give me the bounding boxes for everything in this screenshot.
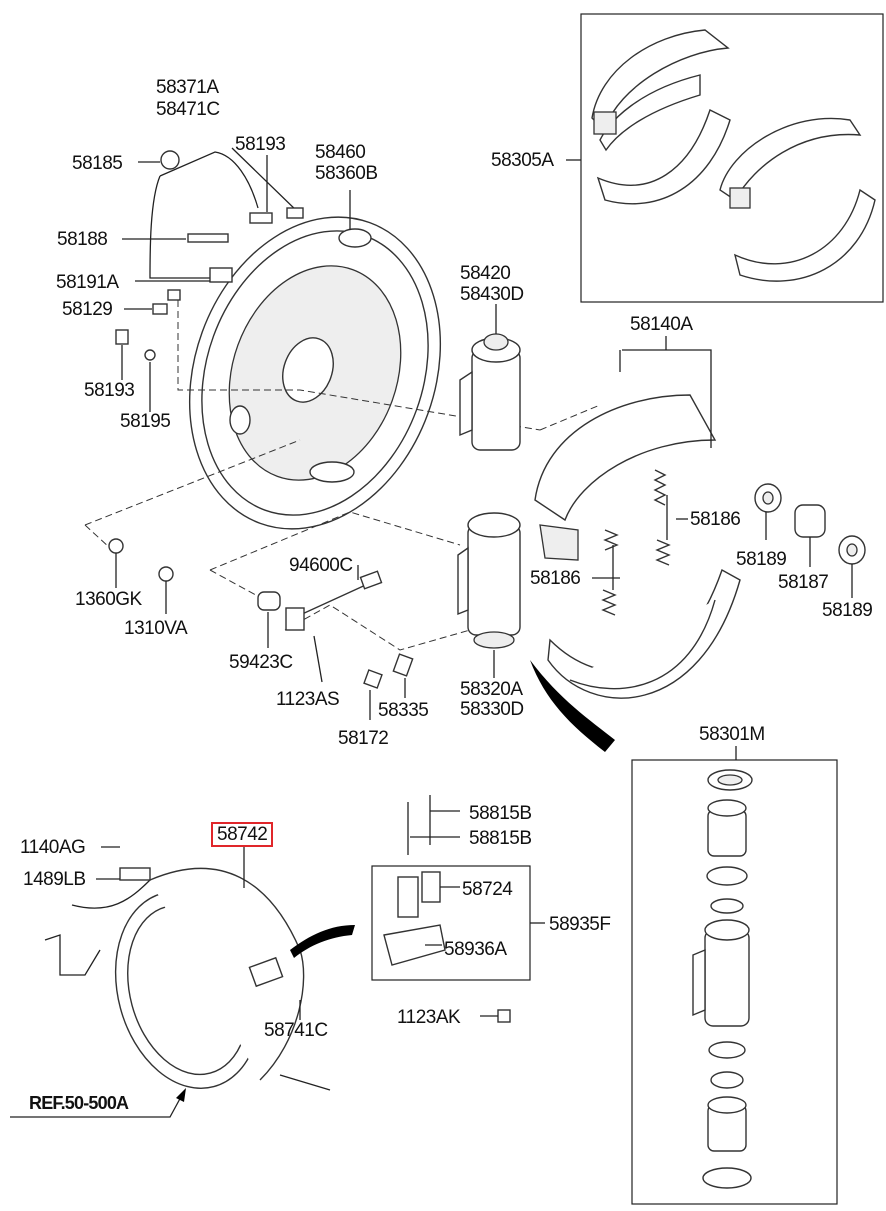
part-label-58186-right[interactable]: 58186 [690, 509, 741, 530]
part-label-58724[interactable]: 58724 [462, 879, 513, 900]
part-label-58420[interactable]: 58420 [460, 263, 511, 284]
part-label-58430d[interactable]: 58430D [460, 284, 524, 305]
cylinder-kit-illustration [692, 769, 753, 1189]
part-label-1123ak[interactable]: 1123AK [397, 1007, 461, 1028]
lower-cylinder-illustration [457, 512, 521, 649]
shoe-set-illustration [591, 29, 876, 282]
part-label-94600c[interactable]: 94600C [289, 555, 353, 576]
kit-box [631, 759, 838, 1205]
part-label-58360b[interactable]: 58360B [315, 163, 378, 184]
part-label-1310va[interactable]: 1310VA [124, 618, 188, 639]
part-label-58471c[interactable]: 58471C [156, 99, 220, 120]
part-label-58935f[interactable]: 58935F [549, 914, 611, 935]
part-label-58371a[interactable]: 58371A [156, 77, 219, 98]
part-label-58815b-b[interactable]: 58815B [469, 828, 532, 849]
upper-cylinder-illustration [459, 333, 521, 451]
part-label-59423c[interactable]: 59423C [229, 652, 293, 673]
part-label-1360gk[interactable]: 1360GK [75, 589, 142, 610]
part-label-58187[interactable]: 58187 [778, 572, 829, 593]
part-label-58742-highlighted[interactable]: 58742 [211, 822, 274, 847]
part-label-1140ag[interactable]: 1140AG [20, 837, 86, 858]
part-label-58195[interactable]: 58195 [120, 411, 171, 432]
part-label-58186-left[interactable]: 58186 [530, 568, 581, 589]
part-label-58193-mid[interactable]: 58193 [84, 380, 135, 401]
part-label-58140a[interactable]: 58140A [630, 314, 693, 335]
part-label-58188[interactable]: 58188 [57, 229, 108, 250]
backing-plate-illustration [188, 216, 442, 530]
part-label-1489lb[interactable]: 1489LB [23, 869, 86, 890]
part-label-58305a[interactable]: 58305A [491, 150, 554, 171]
part-label-58330d[interactable]: 58330D [460, 699, 524, 720]
part-label-58815b-a[interactable]: 58815B [469, 803, 532, 824]
part-label-58193-top[interactable]: 58193 [235, 134, 286, 155]
part-label-58335[interactable]: 58335 [378, 700, 429, 721]
brake-shoes-illustration [534, 394, 741, 699]
part-label-1123as[interactable]: 1123AS [276, 689, 340, 710]
part-label-58185[interactable]: 58185 [72, 153, 123, 174]
part-label-58189-b[interactable]: 58189 [822, 600, 873, 621]
part-label-58301m[interactable]: 58301M [699, 724, 765, 745]
reference-label[interactable]: REF.50-500A [29, 1093, 129, 1113]
part-label-58189-a[interactable]: 58189 [736, 549, 787, 570]
axle-housing-illustration [44, 867, 331, 1091]
part-label-58129[interactable]: 58129 [62, 299, 113, 320]
part-label-58741c[interactable]: 58741C [264, 1020, 328, 1041]
part-label-58460[interactable]: 58460 [315, 142, 366, 163]
part-label-58936a[interactable]: 58936A [444, 939, 507, 960]
part-label-58320a[interactable]: 58320A [460, 679, 523, 700]
part-label-58191a[interactable]: 58191A [56, 272, 119, 293]
shoe-set-box [580, 13, 884, 303]
part-label-58172[interactable]: 58172 [338, 728, 389, 749]
